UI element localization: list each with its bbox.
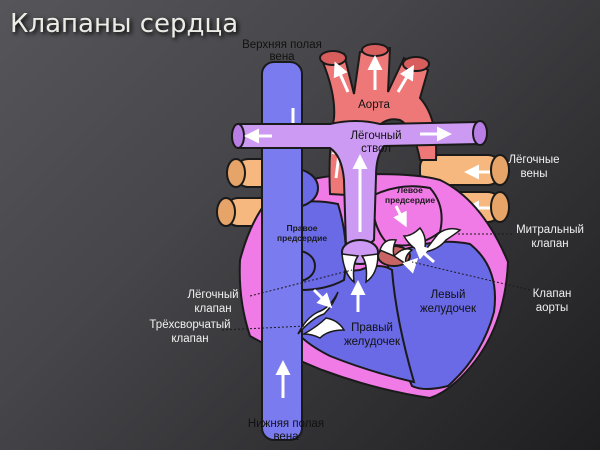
label-aortic-valve-line2: аорты (536, 302, 568, 314)
label-pulmonary-veins-line2: вены (521, 168, 548, 180)
label-pulmonary-trunk-line1: Лёгочный (350, 130, 401, 142)
label-pulmonary-valve-line1: Лёгочный (187, 289, 238, 301)
pulmonary-trunk (231, 120, 488, 249)
aortic-valve (377, 238, 414, 267)
label-svc-line1: Верхняя полая (242, 39, 322, 51)
tricuspid-valve (297, 291, 346, 339)
leader-lines (221, 233, 531, 331)
label-tricuspid-valve-line1: Трёхсворчатый (149, 319, 230, 331)
label-pulmonary-trunk-line2: ствол (361, 143, 391, 155)
label-aortic-valve-line1: Клапан (533, 288, 572, 300)
label-ivc-line1: Нижняя полая (248, 418, 324, 430)
label-left-atrium-line1: Левое (397, 185, 423, 195)
pulmonary-valve (341, 239, 379, 284)
label-mitral-valve-line1: Митральный (516, 224, 584, 236)
label-right-ventricle-line1: Правый (351, 322, 393, 334)
label-ivc-line2: вена (273, 431, 299, 443)
label-aorta: Аорта (358, 99, 390, 111)
label-svc-line2: вена (269, 51, 295, 63)
label-left-ventricle-line2: желудочек (420, 303, 477, 315)
slide-title: Клапаны сердца (10, 9, 239, 39)
label-tricuspid-valve-line2: клапан (171, 333, 208, 345)
label-right-atrium-line2: предсердие (277, 233, 327, 243)
label-left-ventricle-line1: Левый (431, 289, 466, 301)
label-pulmonary-valve-line2: клапан (194, 303, 231, 315)
label-right-atrium-line1: Правое (286, 223, 317, 233)
vena-cava (261, 61, 303, 441)
label-left-atrium-line2: предсердие (385, 195, 435, 205)
blood-flow-arrows (312, 205, 435, 312)
label-mitral-valve-line2: клапан (531, 238, 568, 250)
label-right-ventricle-line2: желудочек (344, 336, 401, 348)
label-pulmonary-veins-line1: Лёгочные (508, 154, 559, 166)
